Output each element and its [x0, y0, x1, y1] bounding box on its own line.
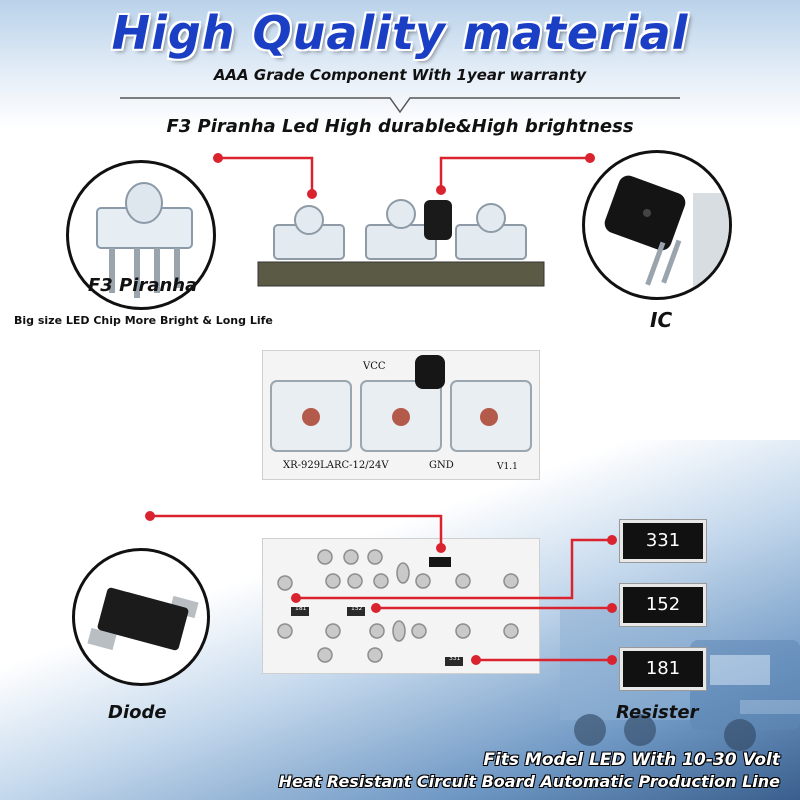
- header-background: [0, 0, 800, 130]
- piranha-label: F3 Piranha: [88, 275, 198, 296]
- diode-icon: [87, 587, 199, 651]
- board-vcc: VCC: [363, 361, 386, 372]
- footer-line-1: Fits Model LED With 10-30 Volt: [483, 750, 780, 770]
- page-title: High Quality material: [111, 6, 689, 60]
- divider-chevron: [120, 97, 680, 114]
- board-back-code-152: 152: [351, 605, 363, 612]
- led-title: F3 Piranha Led High durable&High brightn…: [166, 116, 634, 137]
- board-model: XR-929LARC-12/24V: [283, 460, 389, 471]
- resistor-chip-331: 331: [619, 519, 707, 563]
- board-version: V1.1: [497, 462, 518, 472]
- diode-label: Diode: [108, 702, 167, 723]
- board-front-leds: [270, 355, 532, 452]
- resistor-chip-181: 181: [619, 647, 707, 691]
- board-back-pads: [277, 549, 519, 666]
- board-back: 181 152 331: [262, 538, 540, 674]
- footer-line-2: Heat Resistant Circuit Board Automatic P…: [278, 772, 780, 791]
- board-gnd: GND: [429, 460, 454, 471]
- board-back-code-331: 331: [449, 655, 461, 662]
- ic-callout: [582, 150, 732, 300]
- resister-label: Resister: [616, 702, 699, 723]
- page-subtitle: AAA Grade Component With 1year warranty: [213, 66, 587, 84]
- diode-callout: [72, 548, 210, 686]
- board-front: VCC XR-929LARC-12/24V GND V1.1: [262, 350, 540, 480]
- piranha-led-callout: [66, 160, 216, 310]
- ic-transistor-icon: [604, 175, 729, 297]
- board-back-code-181: 181: [295, 605, 307, 612]
- led-icon: [96, 182, 193, 298]
- ic-label: IC: [650, 308, 673, 332]
- piranha-caption: Big size LED Chip More Bright & Long Lif…: [14, 314, 273, 327]
- resistor-chip-152: 152: [619, 583, 707, 627]
